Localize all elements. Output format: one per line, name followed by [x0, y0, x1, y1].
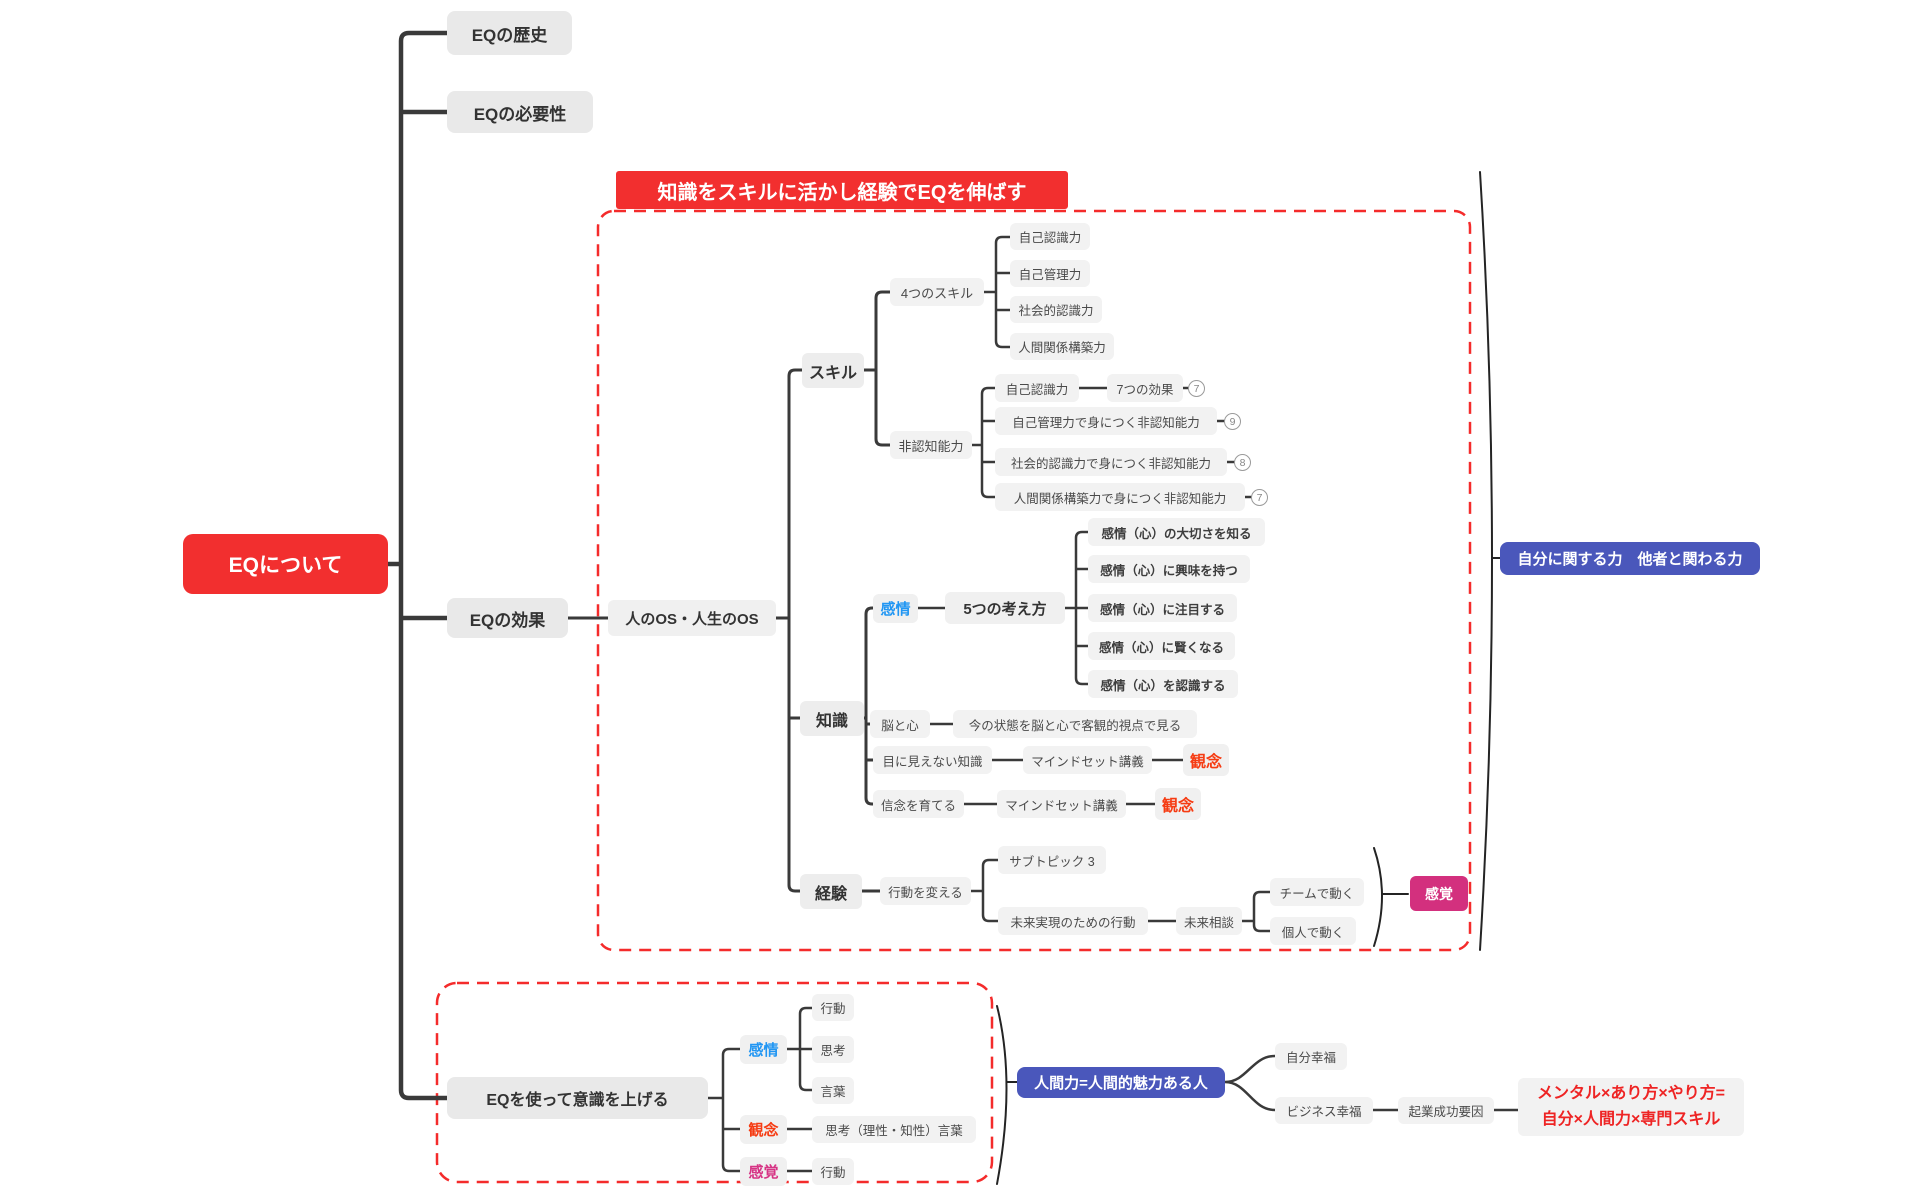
trunk-connectors	[384, 30, 450, 1101]
node-self-happiness[interactable]: 自分幸福	[1275, 1043, 1347, 1070]
node-eq-necessity[interactable]: EQの必要性	[447, 91, 593, 133]
node-five-way-4[interactable]: 感情（心）に賢くなる	[1088, 632, 1235, 660]
formula-line-1: メンタル×あり方×やり方=	[1536, 1084, 1726, 1102]
node-business-happiness[interactable]: ビジネス幸福	[1275, 1097, 1373, 1124]
node-brain-heart-detail[interactable]: 今の状態を脳と心で客観的視点で見る	[953, 710, 1197, 738]
node-noncog-row4[interactable]: 人間関係構築力で身につく非認知能力	[995, 483, 1245, 511]
node-five-way-3[interactable]: 感情（心）に注目する	[1088, 594, 1237, 622]
node-seven-effects[interactable]: 7つの効果	[1107, 374, 1183, 402]
node-move-as-team[interactable]: チームで動く	[1270, 878, 1364, 906]
boundary-box-effect[interactable]	[596, 209, 1472, 952]
collapsed-count-badge[interactable]: 7	[1251, 489, 1268, 506]
node-invisible-knowledge[interactable]: 目に見えない知識	[873, 746, 992, 774]
formula-line-2: 自分×人間力×専門スキル	[1541, 1111, 1721, 1128]
summary-bracket-right[interactable]	[1479, 171, 1501, 951]
node-noncog-row2[interactable]: 自己管理力で身につく非認知能力	[995, 407, 1217, 435]
node-noncognitive[interactable]: 非認知能力	[890, 431, 972, 459]
node-grow-belief[interactable]: 信念を育てる	[873, 790, 964, 818]
node-thinking[interactable]: 思考	[812, 1036, 854, 1063]
node-move-as-individual[interactable]: 個人で動く	[1270, 917, 1356, 945]
collapsed-count-badge[interactable]: 9	[1224, 413, 1241, 430]
node-change-behavior[interactable]: 行動を変える	[880, 877, 971, 905]
node-action-2[interactable]: 行動	[812, 1158, 854, 1185]
node-future-consult[interactable]: 未来相談	[1176, 907, 1242, 935]
node-future-action[interactable]: 未来実現のための行動	[998, 907, 1148, 935]
leaf-connectors	[706, 235, 1520, 1173]
node-skill[interactable]: スキル	[802, 353, 864, 388]
node-root[interactable]: EQについて	[183, 534, 388, 594]
node-five-way-5[interactable]: 感情（心）を認識する	[1088, 670, 1238, 698]
node-words[interactable]: 言葉	[812, 1077, 854, 1104]
node-eq-raise[interactable]: EQを使って意識を上げる	[447, 1077, 708, 1119]
node-action-1[interactable]: 行動	[812, 994, 854, 1021]
node-four-skills[interactable]: 4つのスキル	[890, 278, 984, 306]
summary-human-power[interactable]: 人間力=人間的魅力ある人	[1017, 1067, 1225, 1098]
node-mindset-lecture-1[interactable]: マインドセット講義	[1023, 746, 1152, 774]
node-concept-tag-1[interactable]: 観念	[1183, 744, 1229, 776]
node-self-awareness[interactable]: 自己認識力	[1010, 223, 1090, 250]
node-five-ways[interactable]: 5つの考え方	[945, 592, 1065, 624]
node-relationship-building[interactable]: 人間関係構築力	[1010, 333, 1114, 360]
node-eq-effect[interactable]: EQの効果	[447, 598, 568, 638]
node-concept-detail[interactable]: 思考（理性・知性）言葉	[812, 1116, 976, 1143]
node-os[interactable]: 人のOS・人生のOS	[608, 600, 776, 636]
node-self-management[interactable]: 自己管理力	[1010, 260, 1090, 287]
boundary-box-raise[interactable]	[435, 981, 994, 1184]
summary-bracket-sense[interactable]	[1373, 847, 1409, 947]
node-concept-tag-2[interactable]: 観念	[1155, 788, 1201, 820]
branch-connectors	[566, 290, 892, 893]
node-concept-bottom[interactable]: 観念	[740, 1115, 787, 1144]
node-five-way-2[interactable]: 感情（心）に興味を持つ	[1088, 555, 1250, 583]
node-experience[interactable]: 経験	[800, 874, 862, 909]
node-sense-bottom[interactable]: 感覚	[740, 1157, 787, 1186]
summary-self-others-power[interactable]: 自分に関する力 他者と関わる力	[1500, 542, 1760, 575]
curved-connectors	[1223, 1054, 1277, 1112]
collapsed-count-badge[interactable]: 8	[1234, 454, 1251, 471]
node-brain-heart[interactable]: 脳と心	[870, 710, 930, 738]
node-success-formula[interactable]: メンタル×あり方×やり方= 自分×人間力×専門スキル	[1518, 1078, 1744, 1136]
summary-sense[interactable]: 感覚	[1410, 876, 1468, 911]
node-mindset-lecture-2[interactable]: マインドセット講義	[997, 790, 1126, 818]
node-eq-history[interactable]: EQの歴史	[447, 11, 572, 55]
node-startup-success-factor[interactable]: 起業成功要因	[1398, 1097, 1494, 1124]
node-subtopic-3[interactable]: サブトピック 3	[998, 846, 1106, 874]
node-emotion[interactable]: 感情	[873, 594, 918, 623]
node-noncog-row3[interactable]: 社会的認識力で身につく非認知能力	[995, 448, 1227, 476]
node-emotion-bottom[interactable]: 感情	[740, 1035, 787, 1064]
node-social-awareness[interactable]: 社会的認識力	[1010, 296, 1102, 323]
node-five-way-1[interactable]: 感情（心）の大切さを知る	[1088, 518, 1265, 546]
summary-bracket-human[interactable]	[996, 1005, 1018, 1185]
node-knowledge[interactable]: 知識	[800, 701, 864, 736]
boundary-title[interactable]: 知識をスキルに活かし経験でEQを伸ばす	[616, 171, 1068, 209]
node-noncog-row1[interactable]: 自己認識力	[995, 374, 1079, 402]
collapsed-count-badge[interactable]: 7	[1188, 380, 1205, 397]
